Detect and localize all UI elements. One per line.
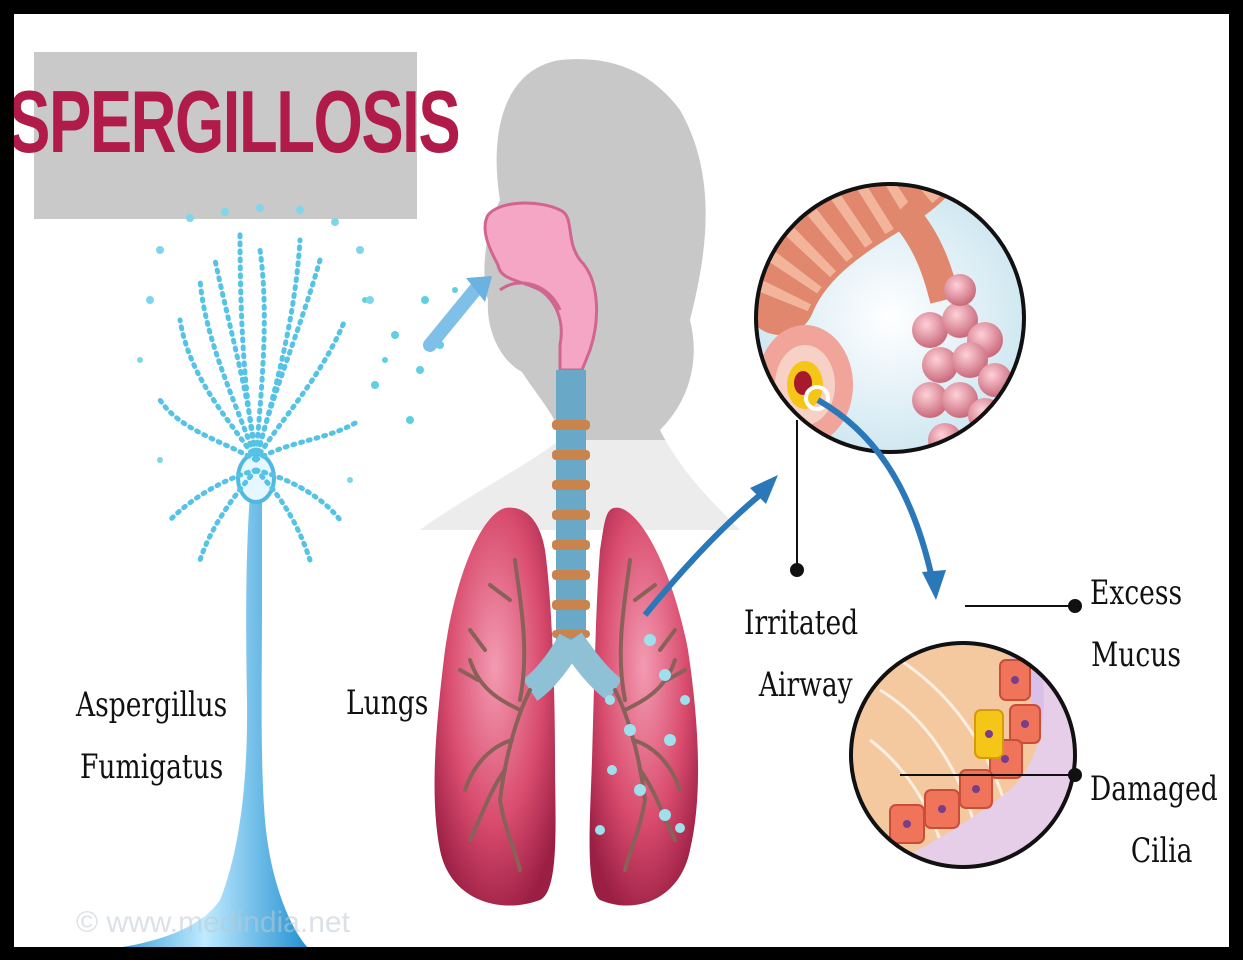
mucus-label-line1: Excess bbox=[1090, 562, 1182, 624]
cilia-label-line2: Cilia bbox=[1090, 820, 1218, 882]
airborne-spores bbox=[362, 287, 458, 424]
fungus-label: Aspergillus Fumigatus bbox=[76, 674, 227, 798]
airway-label-line1: Irritated bbox=[744, 592, 858, 654]
airway-magnification bbox=[756, 110, 1024, 461]
watermark: © www.medindia.net bbox=[76, 906, 350, 940]
airway-label: Irritated Airway bbox=[744, 592, 858, 716]
lungs-label: Lungs bbox=[346, 672, 428, 734]
mucus-label: Excess Mucus bbox=[1090, 562, 1182, 686]
aspergillus-fungus bbox=[100, 204, 374, 947]
fungus-label-line2: Fumigatus bbox=[76, 736, 227, 798]
inhale-arrow bbox=[430, 290, 475, 345]
title-wrap: ASPERGILLOSIS bbox=[20, 38, 403, 205]
cilia-label-line1: Damaged bbox=[1090, 758, 1218, 820]
airway-label-line2: Airway bbox=[744, 654, 858, 716]
right-lung bbox=[590, 508, 698, 906]
trachea bbox=[552, 370, 590, 650]
cilia-magnification bbox=[840, 640, 1090, 880]
left-lung bbox=[435, 508, 556, 906]
mucus-label-line2: Mucus bbox=[1090, 624, 1182, 686]
fungus-label-line1: Aspergillus bbox=[76, 674, 227, 736]
cilia-label: Damaged Cilia bbox=[1090, 758, 1218, 882]
title: ASPERGILLOSIS bbox=[74, 38, 350, 205]
illustration-canvas: ASPERGILLOSIS Aspergillus Fumigatus Lung… bbox=[14, 14, 1229, 947]
